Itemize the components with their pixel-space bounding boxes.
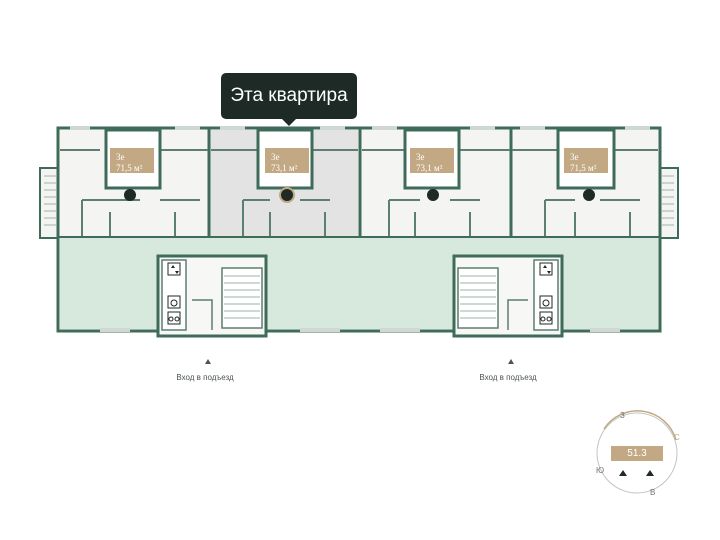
compass-pointer-icon <box>619 470 627 476</box>
compass-east: С <box>674 433 680 442</box>
common-corridor <box>60 238 658 329</box>
compass <box>596 410 678 494</box>
unit-rooms: 3е <box>416 152 425 162</box>
unit-rooms: 3е <box>570 152 579 162</box>
marker-dot-icon <box>124 189 136 201</box>
unit-area: 71,5 м² <box>570 163 597 173</box>
unit-tag-3[interactable]: 3е 73,1 м² <box>410 148 454 173</box>
entrance-label-right: Вход в подъезд <box>479 373 537 382</box>
entrance-arrow-icon <box>508 359 514 364</box>
bicycle-icon <box>167 311 181 325</box>
compass-pointer-icon <box>646 470 654 476</box>
entrance-label-left: Вход в подъезд <box>176 373 234 382</box>
marker-dot-icon <box>583 189 595 201</box>
unit-tag-2[interactable]: 3е 73,1 м² <box>265 148 309 173</box>
interior-walls <box>60 149 658 236</box>
marker-dot-icon <box>279 187 295 203</box>
marker-dot-icon <box>427 189 439 201</box>
elevator-icon <box>539 262 553 276</box>
compass-west: В <box>650 488 656 497</box>
elevator-icon <box>167 262 181 276</box>
unit-area: 73,1 м² <box>416 163 443 173</box>
unit-area: 71,5 м² <box>116 163 143 173</box>
wheelchair-icon <box>167 295 181 309</box>
compass-north: З <box>620 411 625 420</box>
this-apartment-tooltip: Эта квартира <box>221 73 357 126</box>
unit-rooms: 3е <box>116 152 125 162</box>
bicycle-icon <box>539 311 553 325</box>
unit-tag-4[interactable]: 3е 71,5 м² <box>564 148 608 173</box>
unit-area: 73,1 м² <box>271 163 298 173</box>
entrance-arrow-icon <box>205 359 211 364</box>
compass-south: Ю <box>596 466 605 475</box>
wheelchair-icon <box>539 295 553 309</box>
unit-rooms: 3е <box>271 152 280 162</box>
compass-code: 51.3 <box>611 446 663 461</box>
unit-tag-1[interactable]: 3е 71,5 м² <box>110 148 154 173</box>
